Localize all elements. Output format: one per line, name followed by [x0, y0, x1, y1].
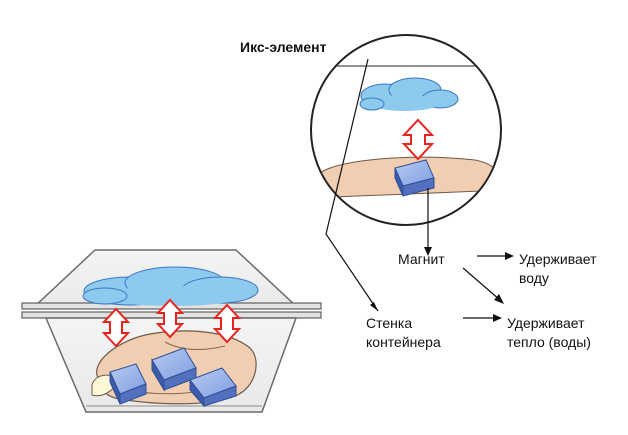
magnet-container-3 — [189, 367, 237, 408]
arrowhead-heat — [493, 314, 502, 322]
label-holds-water-2: воду — [519, 270, 549, 286]
label-holds-heat-2: тепло (воды) — [507, 334, 591, 350]
arrowhead-magnet — [424, 247, 432, 256]
double-arrow-magnified — [401, 118, 435, 161]
cloud-magnified — [359, 77, 459, 111]
magnet-container-1 — [109, 363, 147, 405]
line-magnet-to-heat — [462, 267, 501, 301]
magnet-magnified — [394, 159, 435, 197]
label-wall-1: Стенка — [366, 315, 413, 331]
label-holds-heat-1: Удерживает — [507, 315, 585, 331]
arrowhead-water — [505, 252, 514, 260]
magnifier-circle — [310, 34, 502, 226]
container — [21, 249, 322, 413]
double-arrow-right — [212, 303, 242, 344]
line-title-to-wall — [325, 58, 379, 312]
label-holds-water-1: Удерживает — [519, 251, 597, 267]
cloud-container — [82, 266, 259, 306]
arrowhead-heat-diag — [494, 294, 504, 304]
magnified-view — [310, 34, 502, 226]
label-wall-2: контейнера — [366, 334, 441, 350]
diagram-title: Икс-элемент — [240, 39, 327, 55]
label-magnet: Магнит — [398, 251, 445, 267]
arrowhead-wall — [370, 302, 378, 311]
magnet-container-2 — [151, 347, 197, 392]
double-arrow-left — [101, 307, 131, 348]
connectors — [325, 58, 514, 322]
double-arrow-center — [155, 298, 185, 339]
